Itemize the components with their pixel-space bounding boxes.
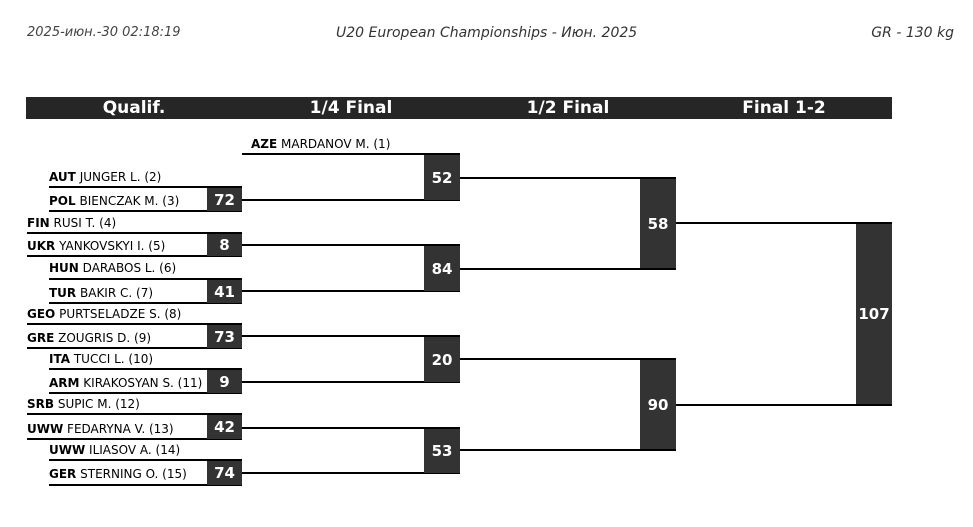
bracket-line [242,381,460,383]
bracket-line [460,268,676,270]
bout-result-final[interactable]: 107 [856,224,892,404]
athlete-entry[interactable]: AUT JUNGER L. (2) [49,170,162,184]
bracket-line [27,323,242,325]
bracket-line [27,413,242,415]
athlete-entry[interactable]: ITA TUCCI L. (10) [49,352,154,366]
bout-result[interactable]: 74 [207,461,242,485]
bracket-line [27,438,242,440]
bracket-line [49,392,242,394]
athlete-entry[interactable]: FIN RUSI T. (4) [27,216,117,230]
athlete-entry[interactable]: POL BIENCZAK M. (3) [49,194,180,208]
bout-result[interactable]: 73 [207,325,242,348]
bracket-line [27,232,242,234]
bout-result[interactable]: 53 [424,429,460,473]
bracket-line [460,358,676,360]
bracket-line [27,255,242,257]
bracket-line [242,335,460,337]
bracket-line [242,472,460,474]
athlete-entry[interactable]: TUR BAKIR C. (7) [49,286,154,300]
bracket-line [242,290,460,292]
bracket-line [27,347,242,349]
bracket-line [49,484,242,486]
bout-result[interactable]: 42 [207,415,242,439]
bracket-line [49,302,242,304]
bout-result[interactable]: 20 [424,337,460,382]
bracket-line [49,459,242,461]
athlete-entry[interactable]: ARM KIRAKOSYAN S. (11) [49,376,203,390]
bout-result[interactable]: 90 [640,360,676,449]
bracket-line [242,199,460,201]
bracket-line [49,186,242,188]
event-title: U20 European Championships - Июн. 2025 [336,25,638,41]
bracket-line [676,404,892,406]
athlete-entry[interactable]: UWW FEDARYNA V. (13) [27,422,174,436]
bout-result[interactable]: 9 [207,370,242,393]
bracket-line [242,244,460,246]
athlete-entry[interactable]: SRB SUPIC M. (12) [27,397,140,411]
athlete-entry[interactable]: AZE MARDANOV M. (1) [251,137,391,151]
round-label-qualif: Qualif. [102,98,166,118]
bracket-line [460,449,676,451]
bout-result[interactable]: 84 [424,246,460,291]
athlete-entry[interactable]: UKR YANKOVSKYI I. (5) [27,239,166,253]
weight-category: GR - 130 kg [871,25,954,41]
bout-result[interactable]: 72 [207,188,242,211]
bout-result[interactable]: 52 [424,155,460,200]
athlete-entry[interactable]: UWW ILIASOV A. (14) [49,443,181,457]
athlete-entry[interactable]: GEO PURTSELADZE S. (8) [27,307,182,321]
round-header-bar [26,97,892,119]
round-label-final: Final 1-2 [742,98,826,118]
bout-result[interactable]: 58 [640,179,676,268]
bracket-line [460,177,676,179]
bracket-line [49,368,242,370]
athlete-entry[interactable]: GRE ZOUGRIS D. (9) [27,331,152,345]
bracket-line [242,153,460,155]
athlete-entry[interactable]: HUN DARABOS L. (6) [49,261,177,275]
athlete-entry[interactable]: GER STERNING O. (15) [49,467,187,481]
bracket-line [49,278,242,280]
bout-result[interactable]: 41 [207,280,242,303]
bracket-line [49,210,242,212]
timestamp: 2025-июн.-30 02:18:19 [27,25,181,40]
round-label-quarter: 1/4 Final [309,98,393,118]
round-label-semi: 1/2 Final [526,98,610,118]
bracket-line [242,427,460,429]
bracket-line [676,222,892,224]
bout-result[interactable]: 8 [207,234,242,256]
